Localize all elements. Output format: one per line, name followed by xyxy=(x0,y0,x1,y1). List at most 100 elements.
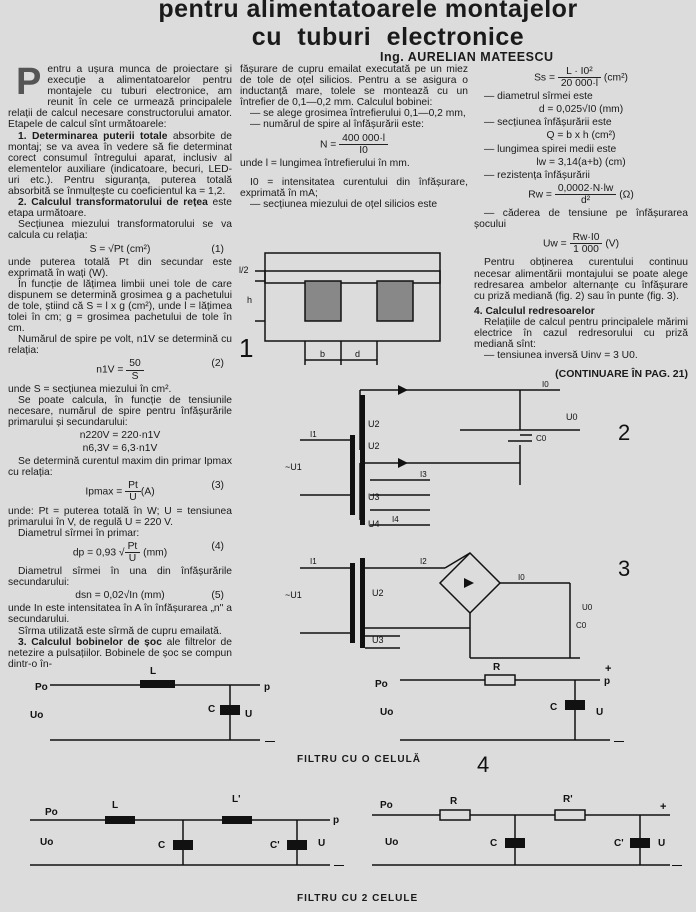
paragraph: ale filtrelor de netezire a pulsațiilor.… xyxy=(8,636,232,670)
figure-2-center-tap-rectifier: U2 U2 U3 U4 I3 I4 I1 ~U1 I0 U0 C0 2 xyxy=(285,380,630,529)
label-i4: I4 xyxy=(392,515,399,524)
label-c0: C0 xyxy=(536,434,547,443)
label-l: L xyxy=(150,666,156,677)
label-i0: I0 xyxy=(518,573,525,582)
label-i2: I2 xyxy=(420,557,427,566)
label-u3: U3 xyxy=(368,492,380,502)
column-2: fășurare de cupru emailat executată pe u… xyxy=(240,64,468,210)
label-c0: C0 xyxy=(576,621,587,630)
equation-n63: n6,3V = 6,3·n1V xyxy=(82,443,158,455)
paragraph: Sîrma utilizată este sîrmă de cupru emai… xyxy=(18,625,222,637)
paragraph: Se determină curentul maxim din primar I… xyxy=(8,456,232,479)
article-title-line2: cu tuburi electronice xyxy=(251,23,525,51)
figure-3-bridge-rectifier: I1 I2 I0 ~U1 U2 U3 U0 C0 3 xyxy=(285,551,630,659)
label-minus: — xyxy=(672,860,682,871)
paragraph: fășurare de cupru emailat executată pe u… xyxy=(240,64,468,109)
figure-4-filters: Po Uo L C U p — Po Uo R C U + p — 4 Po U… xyxy=(30,662,682,871)
figure-number: 2 xyxy=(618,420,630,445)
label-u0: U0 xyxy=(566,412,578,422)
author: Ing. AURELIAN MATEESCU xyxy=(380,50,554,64)
label-po: Po xyxy=(375,679,388,690)
label-minus: — xyxy=(334,860,344,871)
paragraph: unde S = secțiunea miezului în cm². xyxy=(8,383,172,395)
paragraph: — secțiunea înfășurării este xyxy=(484,117,612,129)
label-i1: I1 xyxy=(310,430,317,439)
paragraph: absorbite de montaj; se va avea în veder… xyxy=(8,130,232,198)
figure-number: 4 xyxy=(477,752,489,777)
label-c: C xyxy=(490,838,497,849)
label-c: C xyxy=(158,840,165,851)
label-u: U xyxy=(658,838,665,849)
figure-number: 1 xyxy=(239,333,253,363)
label-l: L xyxy=(112,800,118,811)
paragraph: — lungimea spirei medii este xyxy=(484,143,617,155)
label-po: Po xyxy=(45,807,58,818)
paragraph: — secțiunea miezului de oțel silicios es… xyxy=(250,199,438,211)
label-plus: + xyxy=(605,663,611,675)
label-r: R xyxy=(450,796,458,807)
label-uo: Uo xyxy=(380,707,393,718)
label-r: R xyxy=(493,662,501,673)
figure-1-core-diagram: l/2 h b d 1 xyxy=(239,252,441,365)
paragraph: unde l = lungimea întrefierului în mm. xyxy=(240,157,410,169)
label-u: U xyxy=(318,838,325,849)
label-u: U xyxy=(245,709,252,720)
paragraph: unde puterea totală Pt din secundar este… xyxy=(8,256,232,279)
label-l2: l/2 xyxy=(239,265,249,275)
caption-two-cell-filter: FILTRU CU 2 CELULE xyxy=(297,893,419,904)
label-u2: U2 xyxy=(368,441,380,451)
label-u0: U0 xyxy=(582,603,593,612)
paragraph: I0 = intensitatea curentului din înfășur… xyxy=(240,176,468,199)
equation-1: S = √Pt (cm²)(1) xyxy=(89,243,224,255)
heading: 3. Calculul bobinelor de șoc xyxy=(18,636,162,648)
paragraph: — tensiunea inversă Uinv = 3 U0. xyxy=(484,350,638,362)
label-po: Po xyxy=(35,682,48,693)
label-u: U xyxy=(596,707,603,718)
label-d: d xyxy=(355,349,360,359)
label-c-prime: C' xyxy=(614,838,624,849)
label-l-prime: L' xyxy=(232,794,241,805)
label-p: p xyxy=(333,815,339,826)
paragraph: — se alege grosimea întrefierului 0,1—0,… xyxy=(250,108,466,120)
label-r-prime: R' xyxy=(563,794,573,805)
paragraph: Relațiile de calcul pentru principalele … xyxy=(474,316,688,351)
label-u2: U2 xyxy=(372,588,384,598)
label-i1: I1 xyxy=(310,557,317,566)
label-u1: ~U1 xyxy=(285,462,302,472)
label-c: C xyxy=(550,702,557,713)
label-uo: Uo xyxy=(385,837,398,848)
equation-5: dsn = 0,02√In (mm)(5) xyxy=(75,590,224,602)
equation-d: d = 0,025√I0 (mm) xyxy=(538,104,624,116)
equation-n220: n220V = 220·n1V xyxy=(79,430,161,441)
paragraph: unde: Pt = puterea totală în W; U = tens… xyxy=(8,505,232,528)
label-plus: + xyxy=(660,801,666,813)
label-minus: — xyxy=(614,736,624,747)
paragraph: Diametrul sîrmei în primar: xyxy=(18,527,140,539)
equation-lw: lw = 3,14(a+b) (cm) xyxy=(536,156,626,168)
paragraph: este etapa următoare. xyxy=(8,197,232,220)
label-h: h xyxy=(247,295,252,305)
heading: 2. Calculul transformatorului de rețea xyxy=(18,197,208,209)
paragraph: Numărul de spire pe volt, n1V se determi… xyxy=(8,334,232,357)
label-uo: Uo xyxy=(40,837,53,848)
caption-one-cell-filter: FILTRU CU O CELULĂ xyxy=(297,754,421,765)
paragraph: — diametrul sîrmei este xyxy=(484,91,593,103)
paragraph: — numărul de spire al înfășurării este: xyxy=(250,119,424,131)
paragraph: Secțiunea miezului transformatorului se … xyxy=(8,219,232,242)
paragraph: Pentru obținerea curentului continuu nec… xyxy=(474,257,688,302)
paragraph: În funcție de lățimea limbii unei tole d… xyxy=(8,278,232,335)
heading: 1. Determinarea puterii totale xyxy=(18,130,168,142)
continuation-note: (CONTINUARE ÎN PAG. 21) xyxy=(555,368,688,381)
label-uo: Uo xyxy=(30,710,43,721)
paragraph: Se poate calcula, în funcție de tensiuni… xyxy=(8,394,232,428)
paragraph: — căderea de tensiune pe înfășurarea șoc… xyxy=(474,208,688,231)
paragraph: entru a ușura munca de proiectare și exe… xyxy=(8,64,232,131)
label-u2: U2 xyxy=(368,419,380,429)
